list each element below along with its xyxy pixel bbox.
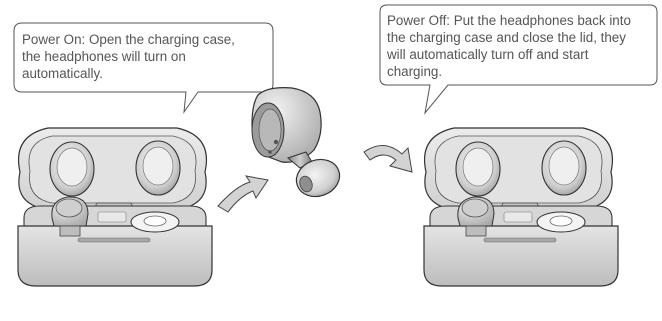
curved-arrow-icon-2: [363, 145, 413, 173]
callout-power-off: [379, 4, 658, 115]
curved-arrow-icon-1: [217, 175, 269, 213]
charging-case-left: [17, 127, 213, 287]
case-base: [423, 225, 619, 287]
earbud: [251, 87, 341, 198]
case-base: [17, 225, 213, 287]
power-on-instruction: Power On: Open the charging case, the he…: [22, 32, 235, 81]
power-off-instruction: Power Off: Put the headphones back into …: [387, 13, 631, 79]
charging-case-right: [423, 127, 619, 287]
callout-power-on: [13, 22, 274, 114]
